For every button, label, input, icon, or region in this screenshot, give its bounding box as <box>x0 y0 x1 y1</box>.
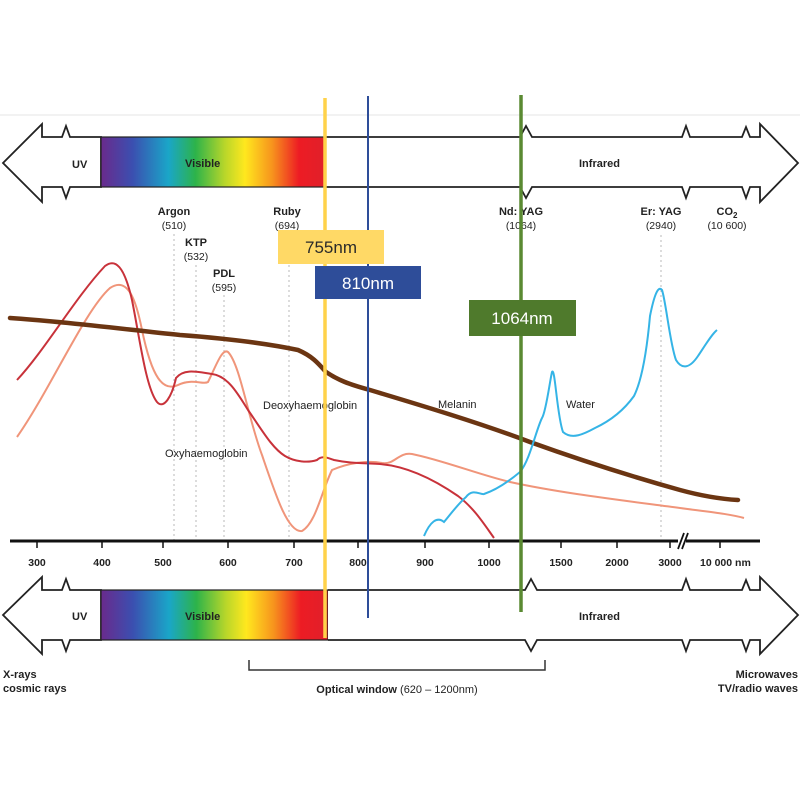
laser-pdl-wavelength: (595) <box>212 282 237 294</box>
laser-labels: Argon (510) KTP (532) PDL (595) Ruby (69… <box>158 206 747 294</box>
top-visible-label: Visible <box>185 158 220 170</box>
bottom-infrared-label: Infrared <box>579 611 620 623</box>
box-755-bg <box>278 230 384 264</box>
laser-ktp-name: KTP <box>185 237 207 249</box>
bottom-visible-band <box>100 589 329 641</box>
water-label: Water <box>566 399 595 411</box>
laser-argon-name: Argon <box>158 206 191 218</box>
axis-tick-label: 500 <box>154 557 172 569</box>
box-810-bg <box>315 266 421 299</box>
wavelength-axis: 300 400 500 600 700 800 900 1000 1500 20… <box>10 532 760 569</box>
bottom-visible-label: Visible <box>185 611 220 623</box>
bottom-infrared-arrow <box>328 574 800 657</box>
oxy-label: Oxyhaemoglobin <box>165 448 248 460</box>
deoxyhaemoglobin-curve <box>16 262 495 539</box>
bottom-spectrum-bar: UV Visible Infrared <box>1 574 800 657</box>
box-810-label: 810nm <box>342 274 394 293</box>
axis-tick-label: 1000 <box>477 557 501 569</box>
wavelength-box-810: 810nm <box>315 266 421 299</box>
laser-guides <box>173 234 662 540</box>
optical-window-label: Optical window (620 – 1200nm) <box>316 684 477 696</box>
optical-window-bracket: Optical window (620 – 1200nm) <box>248 660 546 696</box>
axis-tick-label: 10 000 nm <box>700 557 751 569</box>
bottom-uv-label: UV <box>72 611 88 623</box>
laser-co2-name: CO2 <box>717 206 739 220</box>
xrays-label: X-rays <box>3 669 37 681</box>
melanin-curve <box>7 315 741 503</box>
visible-band <box>100 136 327 188</box>
box-1064-label: 1064nm <box>491 309 552 328</box>
axis-tick-label: 600 <box>219 557 237 569</box>
axis-tick-label: 300 <box>28 557 46 569</box>
axis-tick-labels: 300 400 500 600 700 800 900 1000 1500 20… <box>28 557 751 569</box>
box-1064-bg <box>469 300 576 336</box>
wavelength-box-755: 755nm <box>278 230 384 264</box>
laser-argon-wavelength: (510) <box>162 220 187 232</box>
laser-pdl-name: PDL <box>213 268 235 280</box>
tv-radio-label: TV/radio waves <box>718 683 798 695</box>
laser-ruby-wavelength: (694) <box>275 220 300 232</box>
infrared-arrow <box>326 121 800 205</box>
axis-tick-label: 900 <box>416 557 434 569</box>
microwaves-label: Microwaves <box>736 669 798 681</box>
axis-tick-label: 400 <box>93 557 111 569</box>
axis-tick-label: 2000 <box>605 557 629 569</box>
axis-tick-label: 700 <box>285 557 303 569</box>
oxyhaemoglobin-curve <box>16 284 745 532</box>
laser-co2-wavelength: (10 600) <box>707 220 746 232</box>
axis-tick-label: 3000 <box>658 557 682 569</box>
top-spectrum-bar: UV Visible Infrared <box>1 121 800 205</box>
top-infrared-label: Infrared <box>579 158 620 170</box>
laser-eryag-wavelength: (2940) <box>646 220 676 232</box>
laser-ktp-wavelength: (532) <box>184 251 209 263</box>
water-curve <box>423 287 718 537</box>
axis-tick-label: 1500 <box>549 557 573 569</box>
cosmic-rays-label: cosmic rays <box>3 683 67 695</box>
wavelength-box-1064: 1064nm <box>469 300 576 336</box>
axis-tick-label: 800 <box>349 557 367 569</box>
laser-ruby-name: Ruby <box>273 206 301 218</box>
deoxy-label: Deoxyhaemoglobin <box>263 400 357 412</box>
laser-eryag-name: Er: YAG <box>641 206 682 218</box>
absorption-curves <box>7 262 745 539</box>
melanin-label: Melanin <box>438 399 477 411</box>
top-uv-label: UV <box>72 159 88 171</box>
box-755-label: 755nm <box>305 238 357 257</box>
